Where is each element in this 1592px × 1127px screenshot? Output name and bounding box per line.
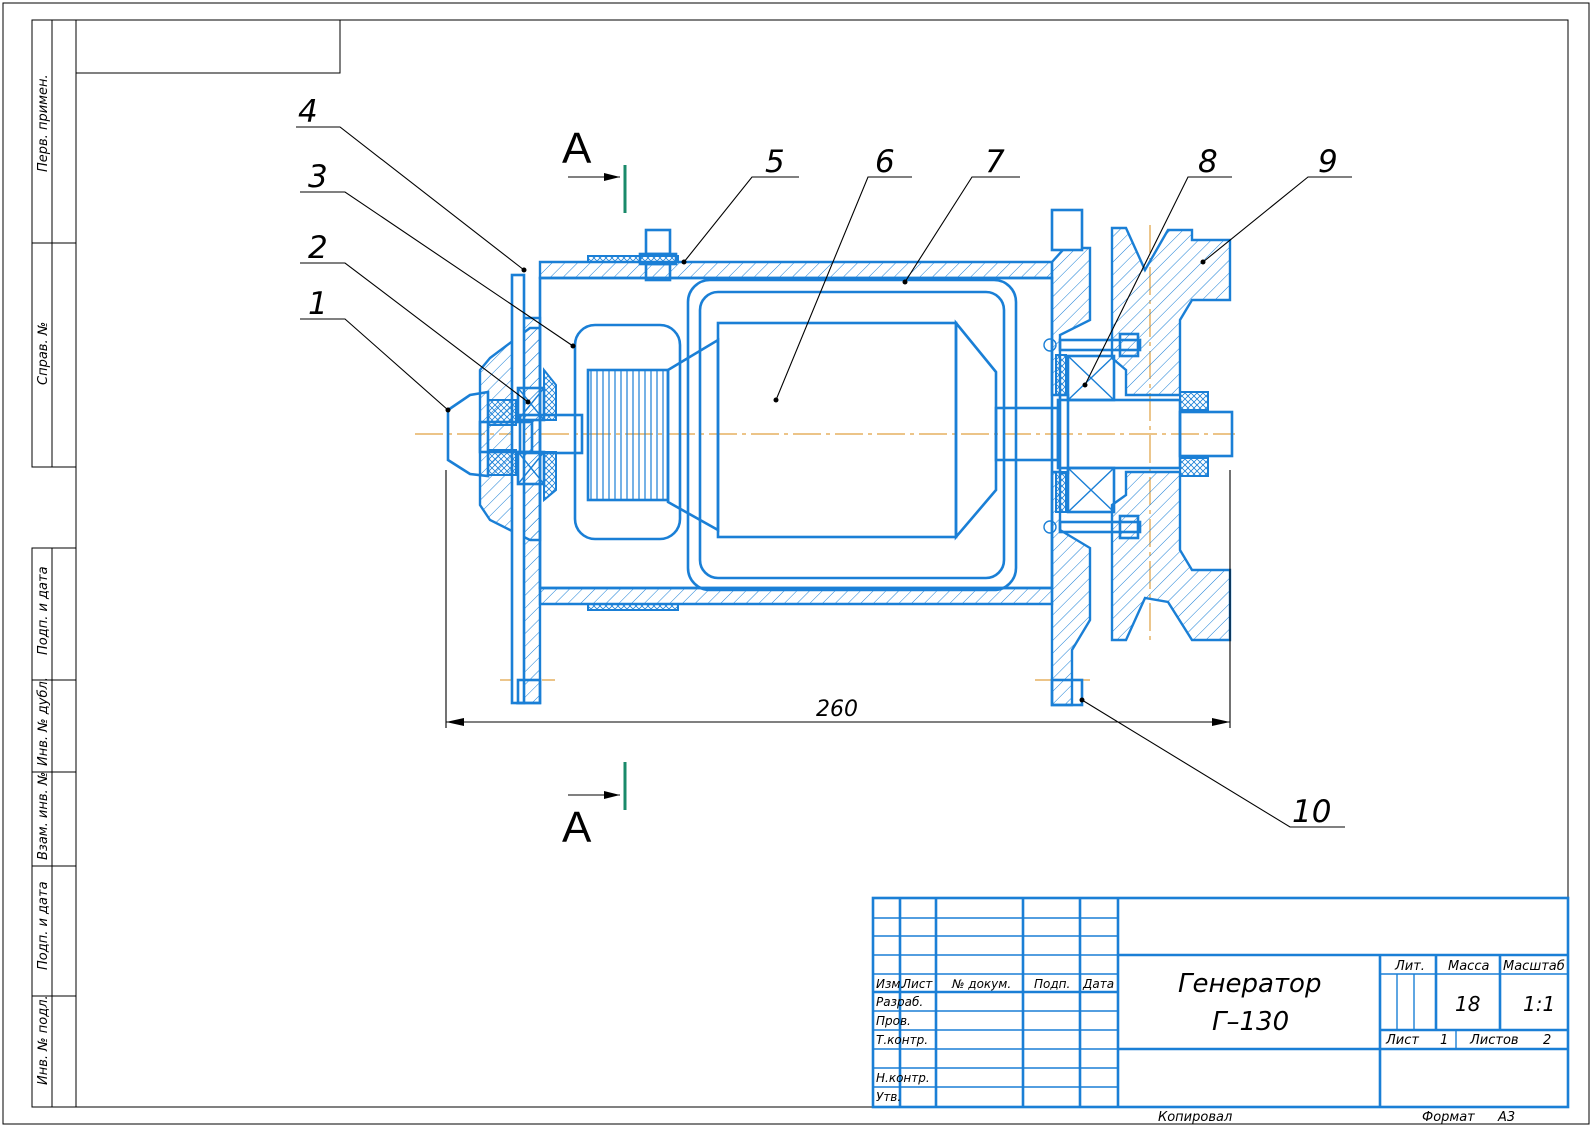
tb-mass-label: Масса: [1448, 959, 1489, 974]
callout-1: 1: [308, 286, 328, 322]
tb-header-podp: Подп.: [1034, 977, 1070, 991]
tb-format-value: А3: [1497, 1110, 1515, 1125]
tb-sheet-label: Лист: [1385, 1033, 1419, 1048]
tb-header-data: Дата: [1082, 977, 1114, 991]
tb-row-utv: Утв.: [876, 1090, 901, 1104]
tb-format-label: Формат: [1422, 1110, 1475, 1125]
drawing-title-line1: Генератор: [1178, 969, 1321, 999]
tb-scale-value: 1:1: [1523, 992, 1555, 1016]
section-mark-bottom: A: [562, 803, 592, 852]
tb-row-prov: Пров.: [876, 1014, 911, 1028]
callout-7: 7: [985, 144, 1005, 180]
callout-8: 8: [1198, 144, 1218, 180]
generator-section: [415, 165, 1235, 810]
callout-5: 5: [765, 144, 785, 180]
leader-lines: [296, 126, 1352, 828]
tb-row-nkontr: Н.контр.: [876, 1071, 930, 1085]
tb-sheets-label: Листов: [1469, 1033, 1519, 1048]
stamp-vzam-inv: Взам. инв. №: [36, 772, 51, 860]
tb-sheet-value: 1: [1440, 1033, 1448, 1048]
callout-4: 4: [298, 94, 318, 130]
tb-header-izm: Изм.: [876, 977, 904, 991]
section-mark-top: A: [562, 124, 592, 173]
stamp-inv-podl: Инв. № подл.: [36, 995, 51, 1085]
tb-copied: Копировал: [1158, 1110, 1232, 1125]
stamp-podp-data-1: Подп. и дата: [36, 566, 51, 655]
stamp-sprav: Справ. №: [36, 322, 51, 385]
dimension-260: 260: [816, 697, 858, 722]
callout-3: 3: [308, 159, 328, 195]
tb-row-razrab: Разраб.: [876, 995, 923, 1009]
callout-9: 9: [1318, 144, 1338, 180]
tb-sheets-value: 2: [1543, 1033, 1551, 1048]
stamp-podp-data-2: Подп. и дата: [36, 881, 51, 970]
callout-10: 10: [1292, 794, 1331, 830]
callout-6: 6: [875, 144, 895, 180]
tb-lit-label: Лит.: [1394, 959, 1425, 974]
tb-header-list: Лист: [901, 977, 933, 991]
tb-mass-value: 18: [1455, 992, 1480, 1016]
stamp-perv-primen: Перв. примен.: [36, 74, 51, 172]
stamp-inv-dubl: Инв. № дубл.: [36, 677, 51, 766]
title-block: [871, 896, 1570, 1109]
drawing-title-line2: Г–130: [1212, 1007, 1289, 1037]
tb-header-dokum: № докум.: [951, 977, 1011, 991]
tb-scale-label: Масштаб: [1503, 959, 1565, 974]
tb-row-tkontr: Т.контр.: [876, 1033, 928, 1047]
callout-2: 2: [308, 230, 328, 266]
